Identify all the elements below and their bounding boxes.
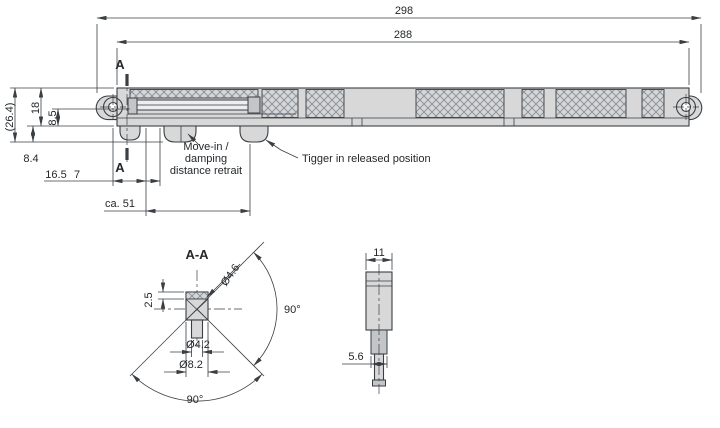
screw-hole-right — [673, 94, 699, 120]
rail-bottom-notches — [351, 118, 515, 126]
dim-head-height-label: 2.5 — [143, 292, 155, 307]
dim-base-label: Ø8.2 — [179, 359, 203, 371]
section-label-top: A — [115, 57, 125, 72]
trigger-pin-section — [185, 291, 209, 339]
side-view: 11 5.6 — [342, 247, 393, 394]
hatch-block-6 — [641, 89, 665, 118]
trigger-hook-2 — [163, 125, 197, 143]
main-view: 298 288 A A (26.4) 18 8.5 — [4, 5, 703, 216]
note-trigger-label: Tigger in released position — [302, 153, 431, 165]
note-move-in: Move-in / damping distance retrait — [170, 133, 242, 177]
hatch-block-5 — [555, 89, 627, 118]
note-move-in-line3: distance retrait — [170, 165, 242, 177]
angle-right-label: 90° — [284, 304, 301, 316]
note-trigger: Tigger in released position — [265, 139, 431, 165]
dim-lower-height-label: 8.5 — [47, 110, 59, 125]
dim-stem-diameter: Ø4.2 — [170, 339, 224, 357]
trigger-hook-1 — [119, 125, 141, 141]
dim-chain-16-5-7: 16.5 7 — [44, 128, 161, 216]
hatch-block-2 — [305, 89, 345, 118]
trigger-hook-3 — [239, 125, 269, 143]
dim-trigger-width-label: 7 — [74, 169, 80, 181]
dim-damping-distance: ca. 51 — [104, 144, 251, 216]
dim-damping-distance-label: ca. 51 — [105, 198, 135, 210]
dim-stem-label: Ø4.2 — [186, 339, 210, 351]
section-title: A-A — [185, 247, 209, 262]
dim-width-11: 11 — [365, 247, 393, 270]
dim-mounting-label: 288 — [394, 29, 412, 41]
dim-base-diameter: Ø8.2 — [164, 322, 230, 377]
damper-anchor-block — [127, 97, 138, 115]
pin-cap — [185, 291, 209, 300]
dim-head-height: 2.5 — [143, 279, 184, 312]
damper-piston-block — [247, 96, 261, 114]
hatch-block-1 — [261, 89, 299, 118]
angle-bottom-label: 90° — [187, 394, 204, 406]
hatch-block-3 — [415, 89, 505, 118]
dim-width-label: 11 — [373, 247, 384, 259]
dim-mounting-288: 288 — [116, 29, 690, 85]
dim-diagonal: Ø4.6 — [206, 262, 242, 298]
note-move-in-line1: Move-in / — [183, 141, 229, 153]
dim-overall-298: 298 — [96, 5, 702, 93]
dim-stem-width-label: 5.6 — [348, 351, 363, 363]
dim-overall-label: 298 — [395, 5, 413, 17]
section-label-bottom: A — [115, 160, 125, 175]
dim-height-label: 18 — [30, 102, 42, 114]
hatch-block-4 — [521, 89, 545, 118]
rotation-range: 90° 90° — [129, 241, 301, 406]
dim-stem-width: 5.6 — [342, 351, 388, 368]
section-view-aa: A-A 2.5 Ø4.6 — [129, 241, 301, 406]
trigger-pin-side — [365, 264, 393, 394]
dim-total-height-label: (26.4) — [4, 103, 16, 132]
damper-mechanism — [127, 96, 296, 115]
hatch-strip — [129, 89, 259, 99]
note-move-in-line2: damping — [185, 153, 227, 165]
dim-hole-to-trigger-label: 16.5 — [45, 169, 66, 181]
section-cut-line: A A — [115, 57, 129, 175]
dim-trigger-depth-label: 8.4 — [23, 153, 38, 165]
pin-stem — [190, 319, 204, 339]
dim-left-stack: (26.4) 18 8.5 8.4 — [4, 87, 163, 165]
